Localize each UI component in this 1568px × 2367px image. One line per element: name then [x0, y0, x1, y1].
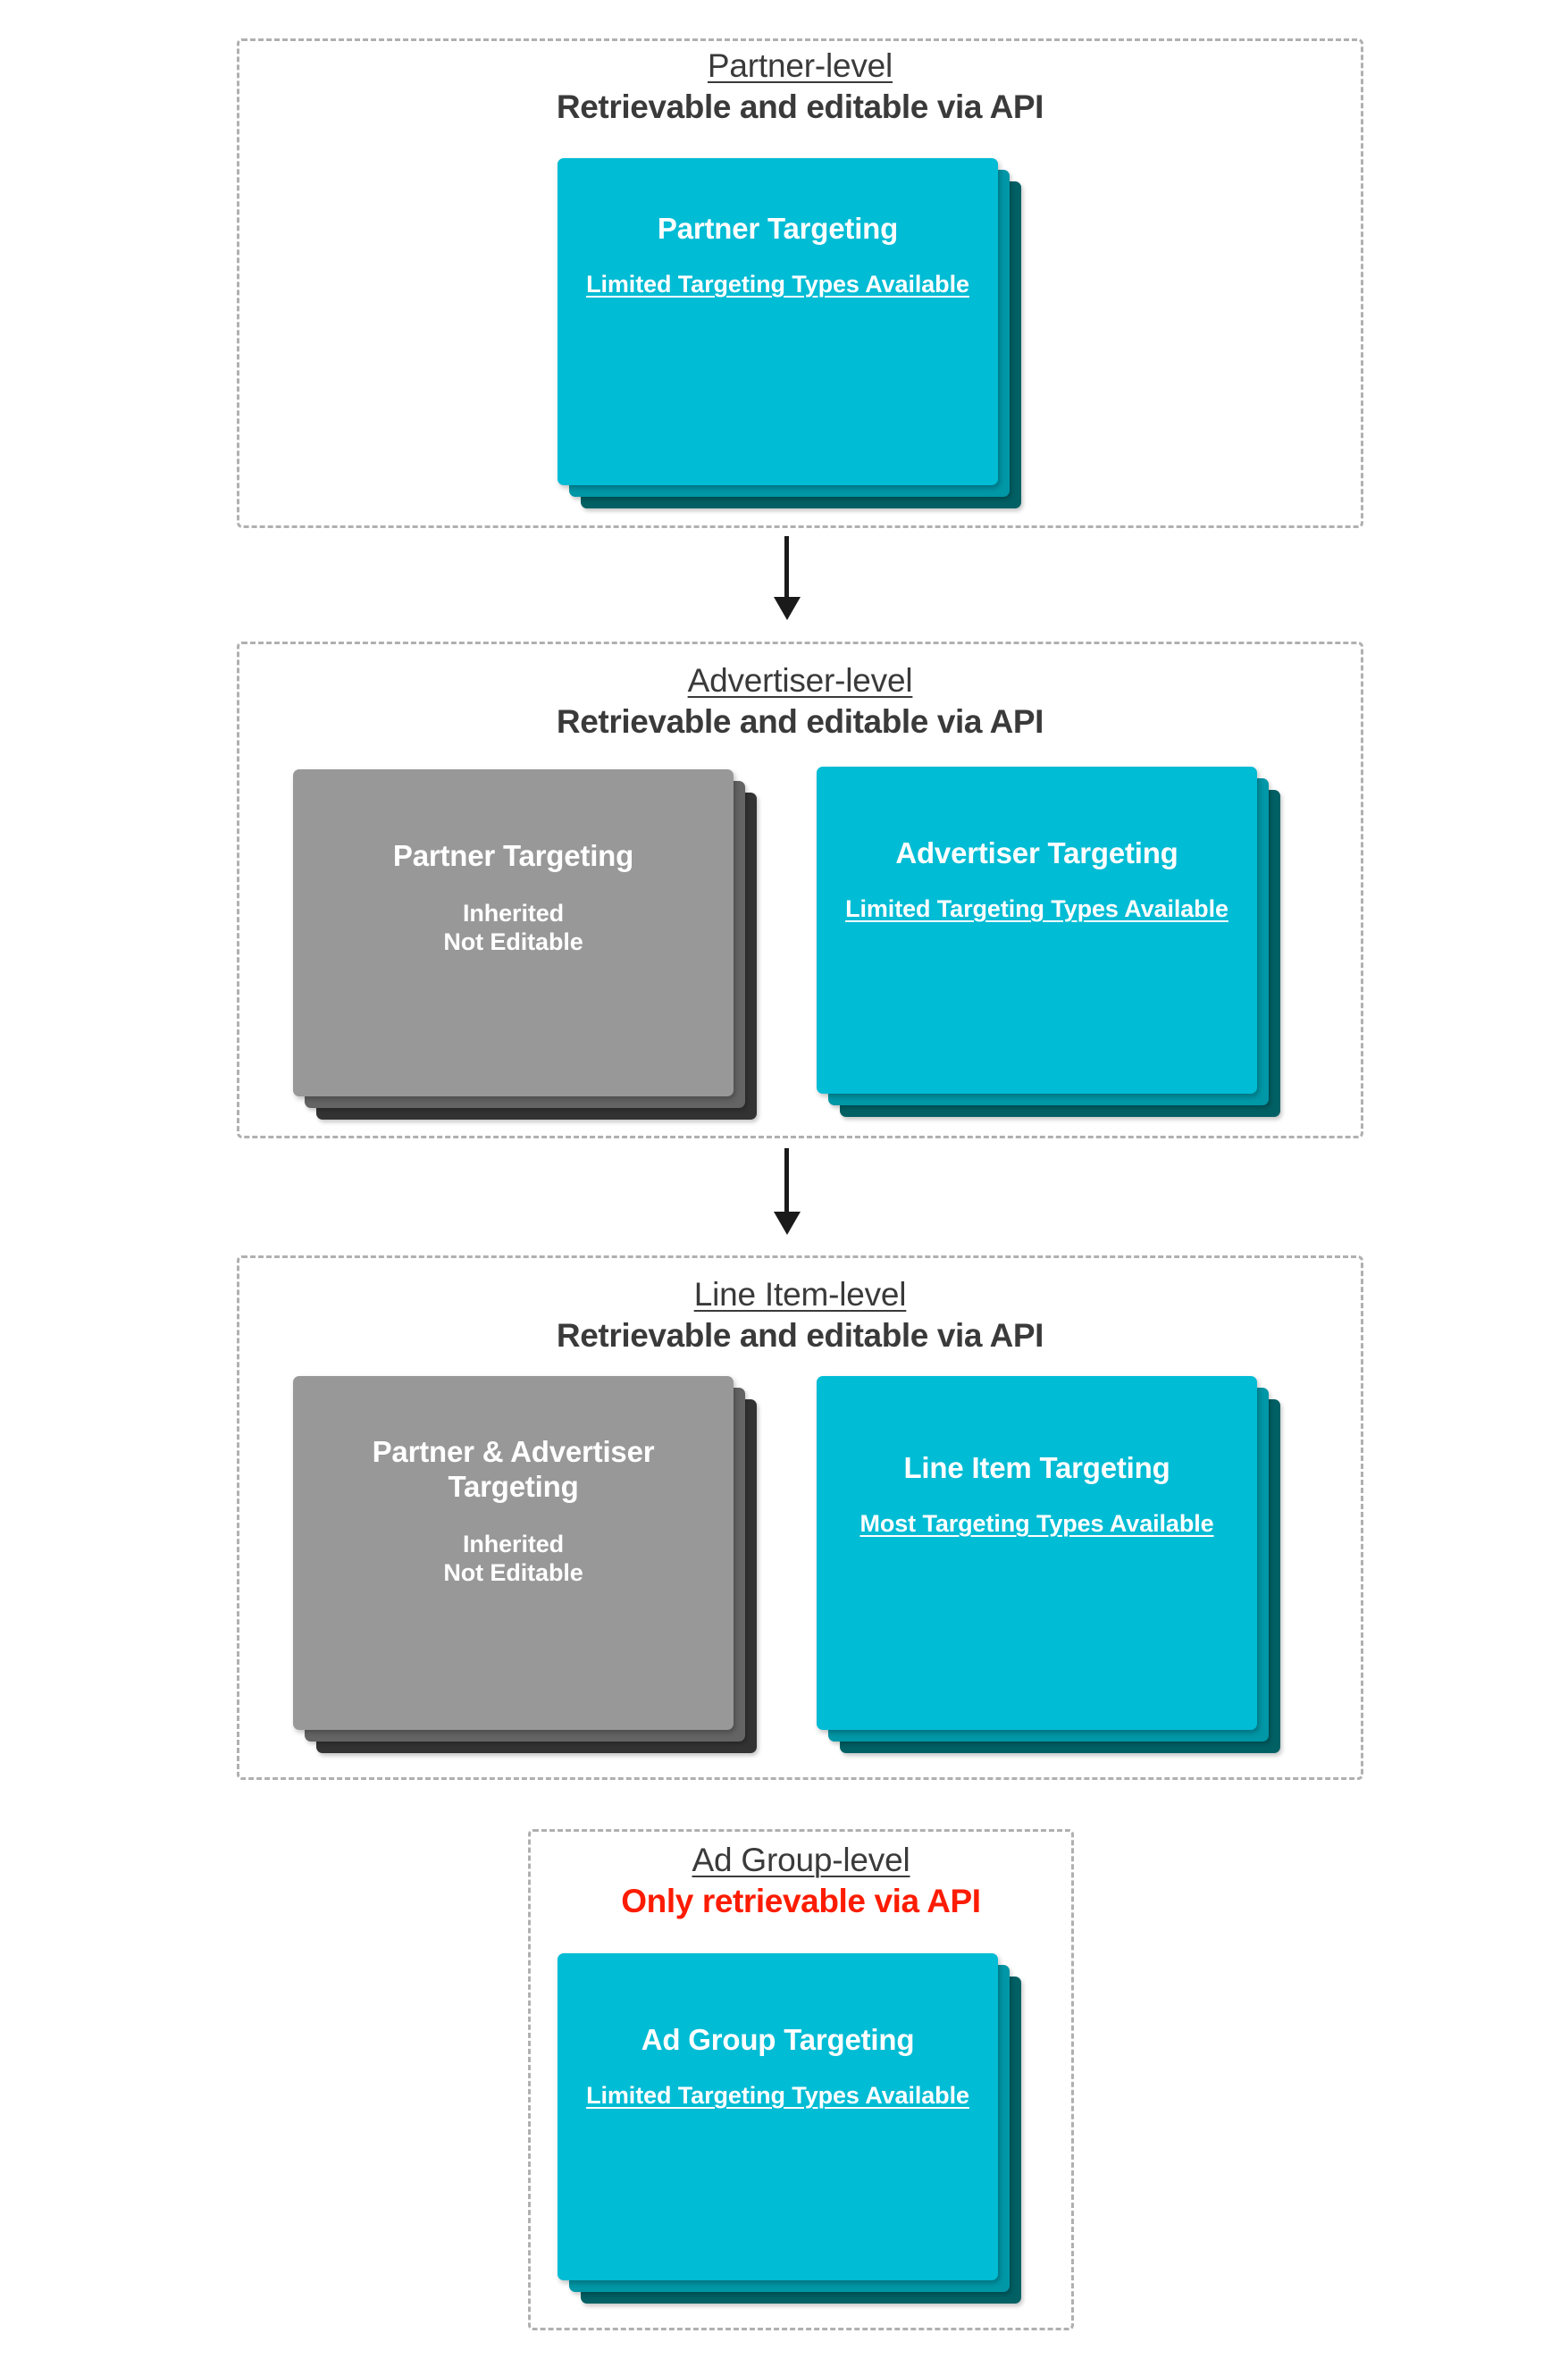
card-partner-targeting[interactable]: Partner Targeting Limited Targeting Type… — [558, 158, 1021, 508]
level-heading-partner: Partner-level Retrievable and editable v… — [237, 47, 1363, 126]
card-layer-front: Line Item Targeting Most Targeting Types… — [817, 1376, 1257, 1730]
level-container-line-item — [237, 1255, 1363, 1780]
card-title: Line Item Targeting — [903, 1451, 1170, 1484]
level-title-ad-group: Ad Group-level — [692, 1842, 910, 1878]
level-heading-advertiser: Advertiser-level Retrievable and editabl… — [237, 662, 1363, 741]
card-ad-group-targeting[interactable]: Ad Group Targeting Limited Targeting Typ… — [558, 1953, 1021, 2304]
card-note: Inherited Not Editable — [443, 1530, 583, 1587]
level-subtitle-line-item: Retrievable and editable via API — [556, 1317, 1044, 1355]
card-title: Advertiser Targeting — [895, 836, 1178, 869]
card-note: Limited Targeting Types Available — [586, 2081, 969, 2109]
card-title: Partner Targeting — [392, 839, 634, 872]
card-line-item-inherited-targeting[interactable]: Partner & Advertiser Targeting Inherited… — [293, 1376, 757, 1753]
level-subtitle-partner: Retrievable and editable via API — [556, 88, 1044, 126]
card-advertiser-inherited-partner-targeting[interactable]: Partner Targeting Inherited Not Editable — [293, 769, 757, 1120]
arrow-shaft — [784, 1148, 789, 1213]
arrow-head — [774, 1212, 801, 1235]
level-container-ad-group — [528, 1829, 1074, 2330]
card-note: Inherited Not Editable — [443, 899, 583, 956]
arrow-partner-to-advertiser — [774, 536, 801, 620]
card-note: Most Targeting Types Available — [859, 1509, 1214, 1537]
arrow-head — [774, 597, 801, 620]
arrow-shaft — [784, 536, 789, 599]
card-title: Partner Targeting — [657, 212, 899, 245]
level-subtitle-ad-group: Only retrievable via API — [621, 1883, 981, 1920]
level-title-partner: Partner-level — [707, 47, 893, 84]
card-title: Partner & Advertiser Targeting — [372, 1435, 655, 1503]
level-title-advertiser: Advertiser-level — [687, 662, 913, 699]
level-subtitle-advertiser: Retrievable and editable via API — [556, 703, 1044, 741]
card-line-item-targeting[interactable]: Line Item Targeting Most Targeting Types… — [817, 1376, 1280, 1753]
level-heading-line-item: Line Item-level Retrievable and editable… — [237, 1276, 1363, 1355]
card-advertiser-targeting[interactable]: Advertiser Targeting Limited Targeting T… — [817, 767, 1280, 1117]
level-heading-ad-group: Ad Group-level Only retrievable via API — [528, 1842, 1074, 1920]
level-container-advertiser — [237, 642, 1363, 1138]
card-note: Limited Targeting Types Available — [845, 894, 1228, 922]
card-layer-front: Advertiser Targeting Limited Targeting T… — [817, 767, 1257, 1094]
card-note: Limited Targeting Types Available — [586, 270, 969, 298]
card-layer-front: Ad Group Targeting Limited Targeting Typ… — [558, 1953, 998, 2280]
level-container-partner — [237, 38, 1363, 528]
card-title: Ad Group Targeting — [641, 2023, 915, 2056]
card-layer-front: Partner Targeting Inherited Not Editable — [293, 769, 734, 1096]
arrow-advertiser-to-line-item — [774, 1148, 801, 1235]
card-layer-front: Partner Targeting Limited Targeting Type… — [558, 158, 998, 485]
card-layer-front: Partner & Advertiser Targeting Inherited… — [293, 1376, 734, 1730]
level-title-line-item: Line Item-level — [693, 1276, 907, 1313]
